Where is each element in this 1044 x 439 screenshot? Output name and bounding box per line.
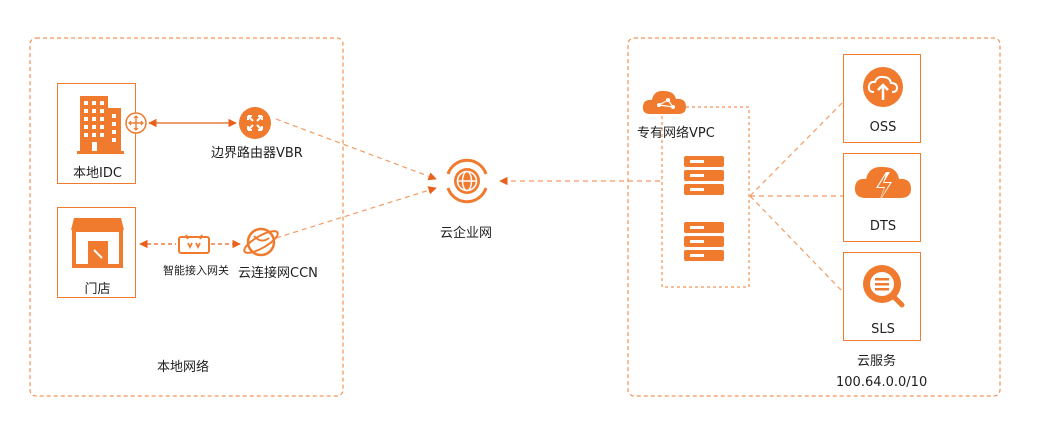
idc-label: 本地IDC xyxy=(73,166,122,181)
idc-card: 本地IDC xyxy=(57,83,136,184)
ccn-label: 云连接网CCN xyxy=(238,266,318,281)
store-card: 门店 xyxy=(57,207,136,298)
sls-label: SLS xyxy=(871,322,895,337)
store-icon xyxy=(71,218,124,268)
vbr-cen-link xyxy=(275,118,437,181)
sls-card: SLS xyxy=(843,252,921,341)
vbr-label: 边界路由器VBR xyxy=(211,146,303,161)
server-icon xyxy=(682,220,726,262)
vpc-label: 专有网络VPC xyxy=(637,126,715,141)
dts-icon xyxy=(854,166,911,204)
ccn-cen-link xyxy=(275,186,437,239)
local-network-title: 本地网络 xyxy=(157,360,210,375)
dts-label: DTS xyxy=(869,219,897,234)
oss-icon xyxy=(863,67,903,107)
cidr-label: 100.64.0.0/10 xyxy=(836,375,928,390)
store-label: 门店 xyxy=(84,282,111,297)
building-icon xyxy=(77,96,124,154)
vpc-cloud-icon xyxy=(640,86,690,118)
vpc-box xyxy=(661,106,750,288)
oss-card: OSS xyxy=(843,54,921,143)
ccn-icon xyxy=(243,224,279,260)
dts-card: DTS xyxy=(843,153,921,242)
cen-icon xyxy=(440,154,494,208)
cen-label: 云企业网 xyxy=(440,226,493,241)
oss-label: OSS xyxy=(869,120,897,135)
vbr-icon xyxy=(238,106,272,140)
sls-icon xyxy=(863,265,905,308)
server-icon xyxy=(682,154,726,196)
vpc-oss-link xyxy=(749,101,844,197)
gateway-label: 智能接入网关 xyxy=(163,264,229,277)
vpc-sls-link xyxy=(749,195,844,293)
local-network-region xyxy=(29,37,344,397)
cloud-region xyxy=(627,37,1001,397)
router-icon xyxy=(125,112,147,134)
services-title: 云服务 xyxy=(857,354,897,369)
gateway-icon xyxy=(177,232,211,256)
